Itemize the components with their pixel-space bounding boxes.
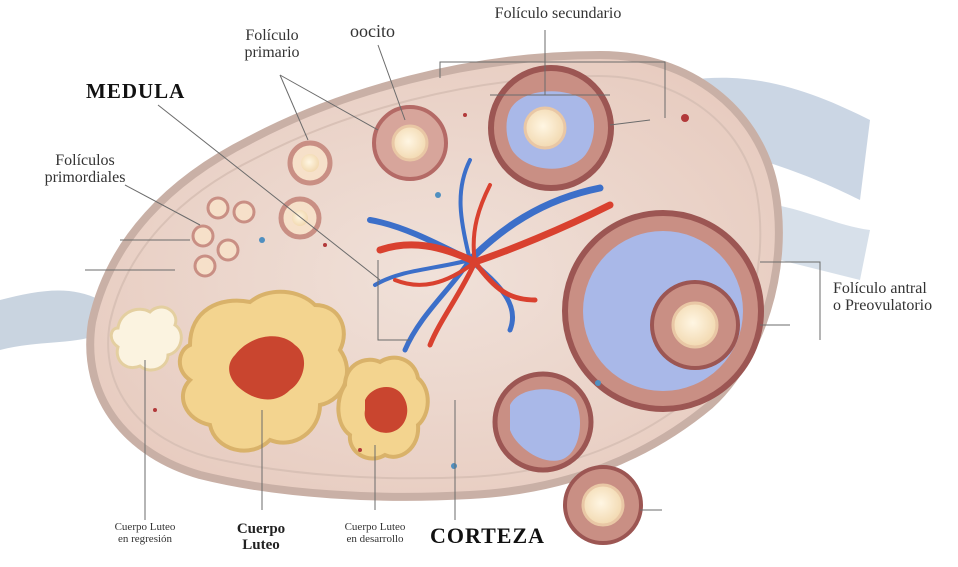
label-cuerpo-luteo-line1: Cuerpo [226, 522, 296, 538]
label-foliculo-secundario-text: Folículo secundario [495, 5, 622, 22]
ovulated-follicle [565, 467, 641, 543]
label-cuerpo-luteo-line2: Luteo [226, 538, 296, 554]
label-foliculos-primordiales: Folículos primordiales [30, 153, 140, 187]
label-foliculo-secundario: Folículo secundario [488, 6, 628, 23]
label-cuerpo-luteo-regresion-line1: Cuerpo Luteo [98, 522, 192, 534]
label-foliculo-primario-line2: primario [226, 45, 318, 62]
label-cuerpo-luteo-desarrollo-line1: Cuerpo Luteo [325, 522, 425, 534]
label-foliculo-primario: Folículo primario [226, 28, 318, 62]
label-cuerpo-luteo-desarrollo: Cuerpo Luteo en desarrollo [325, 522, 425, 545]
secondary-follicle [491, 68, 611, 188]
label-foliculo-antral: Folículo antral o Preovulatorio [833, 281, 932, 315]
label-oocito-text: oocito [350, 21, 395, 41]
corpus-luteum-developing [338, 358, 427, 459]
label-foliculo-antral-line1: Folículo antral [833, 281, 932, 298]
label-cuerpo-luteo: Cuerpo Luteo [226, 522, 296, 554]
label-cuerpo-luteo-regresion-line2: en regresión [98, 534, 192, 546]
label-corteza: CORTEZA [430, 524, 545, 547]
label-foliculo-primario-line1: Folículo [226, 28, 318, 45]
ruptured-follicle [495, 374, 591, 470]
label-medula: MEDULA [86, 80, 185, 102]
label-corteza-text: CORTEZA [430, 523, 545, 548]
label-cuerpo-luteo-desarrollo-line2: en desarrollo [325, 534, 425, 546]
label-medula-text: MEDULA [86, 79, 185, 103]
label-oocito: oocito [350, 22, 395, 41]
label-foliculos-primordiales-line1: Folículos [30, 153, 140, 170]
label-foliculo-antral-line2: o Preovulatorio [833, 298, 932, 315]
label-cuerpo-luteo-regresion: Cuerpo Luteo en regresión [98, 522, 192, 545]
antral-follicle [565, 213, 761, 409]
oocyte-follicle [374, 107, 446, 179]
left-ligament [0, 291, 100, 350]
label-foliculos-primordiales-line2: primordiales [30, 170, 140, 187]
